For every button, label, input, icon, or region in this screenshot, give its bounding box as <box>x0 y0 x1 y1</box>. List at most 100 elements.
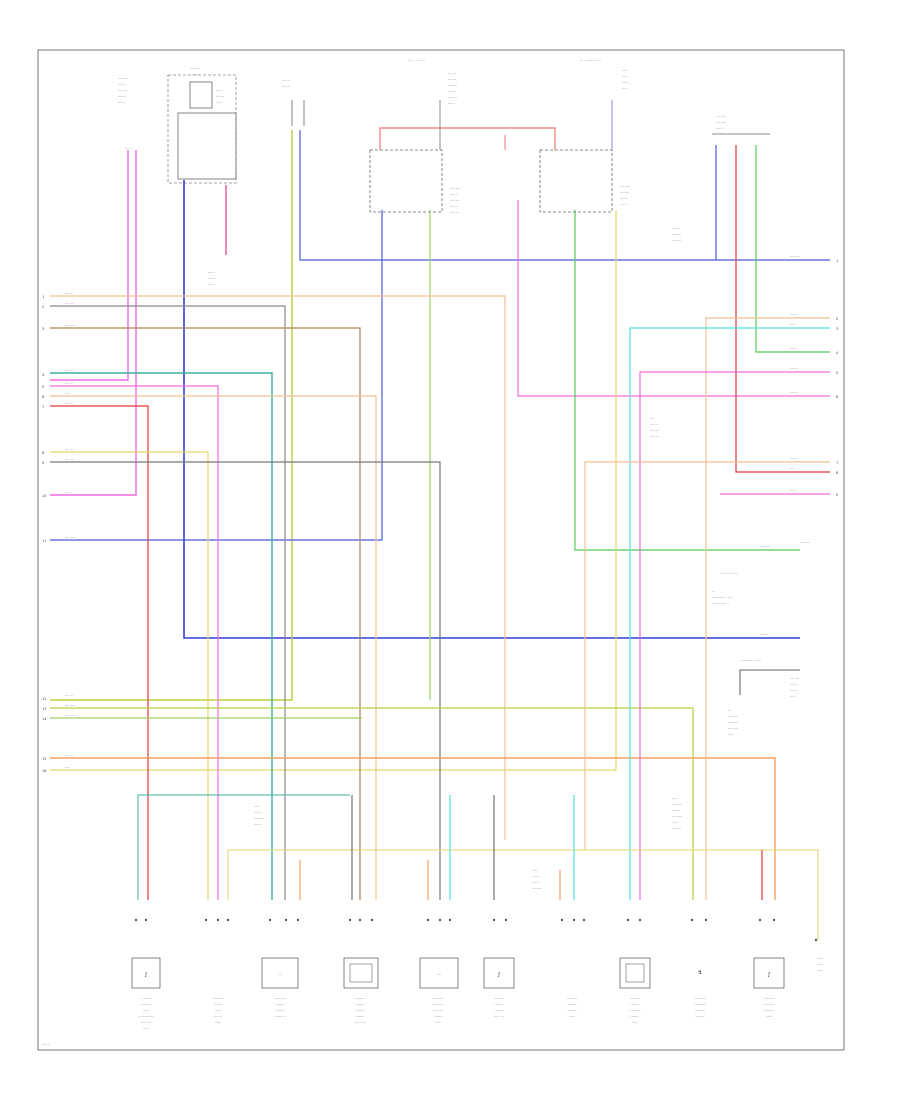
svg-text:········: ········ <box>631 1003 640 1007</box>
svg-text:······: ······ <box>790 347 797 351</box>
svg-text:········: ········ <box>495 1009 504 1013</box>
svg-text:······· ··: ······· ·· <box>274 1015 285 1019</box>
svg-text:········: ········ <box>356 1015 365 1019</box>
svg-text:····: ···· <box>65 392 69 396</box>
svg-text:··········: ·········· <box>694 1003 705 1007</box>
svg-text:······: ······ <box>716 127 723 131</box>
svg-text:·······: ······· <box>65 402 73 406</box>
svg-text:··········: ·········· <box>354 997 365 1001</box>
svg-text:········: ········ <box>650 429 659 433</box>
svg-text:············· ·: ············· · <box>712 602 729 606</box>
svg-text:3: 3 <box>836 327 838 331</box>
svg-text:·······: ······· <box>65 754 73 758</box>
svg-text:·······: ······· <box>208 277 216 281</box>
svg-text:·······: ······· <box>620 197 628 201</box>
svg-text:·· ·······: ·· ······· <box>140 997 151 1001</box>
svg-text:········: ········ <box>65 458 74 462</box>
svg-text:·······: ······· <box>254 811 262 815</box>
svg-text:·······: ······· <box>760 633 768 637</box>
page-code: ······· <box>42 1043 50 1047</box>
svg-text:·······: ······· <box>216 95 224 99</box>
svg-text:·········: ········· <box>65 714 75 718</box>
svg-text:11: 11 <box>42 539 46 543</box>
svg-text:·········: ········· <box>433 1009 443 1013</box>
svg-text:1: 1 <box>42 295 44 299</box>
svg-text:······: ······ <box>216 101 223 105</box>
svg-text:·········: ········· <box>190 67 200 71</box>
svg-text:········: ········ <box>650 435 659 439</box>
component-c6: ········ ········· ······ ······· ······… <box>672 115 770 243</box>
svg-text:·········: ········· <box>254 817 264 821</box>
svg-text:14: 14 <box>42 717 47 721</box>
svg-text:7: 7 <box>42 405 44 409</box>
top-left-label-c1: ········· ······· ········ ······· ·····… <box>118 77 128 105</box>
svg-text:········: ········ <box>790 677 799 681</box>
svg-text:·····: ····· <box>790 695 796 699</box>
svg-text:·······: ······· <box>672 227 680 231</box>
svg-text:········: ········ <box>214 1003 223 1007</box>
svg-text:······: ······ <box>532 881 539 885</box>
svg-text:····: ···· <box>437 973 441 977</box>
component-c3: ······ ······· <box>282 79 305 126</box>
svg-text:··········: ·········· <box>140 1003 151 1007</box>
svg-text:15: 15 <box>42 757 46 761</box>
svg-text:·····: ····· <box>254 805 260 809</box>
svg-text:···: ··· <box>278 973 281 977</box>
svg-text:······: ······ <box>622 81 629 85</box>
svg-text:······: ······ <box>790 323 797 327</box>
svg-text:10: 10 <box>42 494 46 498</box>
svg-text:3: 3 <box>42 327 44 331</box>
svg-text:······: ······ <box>216 89 223 93</box>
svg-text:8: 8 <box>836 471 838 475</box>
svg-text:·········: ········· <box>790 255 800 259</box>
left-wire-labels: 1······· 2········ 3········· 4········ … <box>42 292 75 773</box>
svg-text:········: ········ <box>495 1003 504 1007</box>
svg-text:16: 16 <box>42 769 46 773</box>
svg-text:······: ······ <box>208 283 215 287</box>
svg-text:········: ········ <box>696 1015 705 1019</box>
svg-text:····: ···· <box>650 417 654 421</box>
svg-text:······: ······ <box>766 1015 773 1019</box>
svg-text:·······: ······· <box>448 72 456 76</box>
svg-text:······: ······ <box>143 1027 150 1031</box>
svg-text:········: ········ <box>672 233 681 237</box>
svg-text:·····: ····· <box>622 69 628 73</box>
svg-text:······: ······ <box>65 491 72 495</box>
svg-text:2: 2 <box>836 317 838 321</box>
svg-text:··········· ·······: ··········· ······· <box>740 659 761 663</box>
svg-text:4: 4 <box>42 373 45 377</box>
svg-text:········: ········ <box>356 1009 365 1013</box>
svg-text:·······: ······· <box>450 205 458 209</box>
svg-text:2: 2 <box>42 305 44 309</box>
svg-text:·······: ······· <box>65 292 73 296</box>
svg-text:······: ······ <box>282 79 289 83</box>
diagram-frame <box>37 49 845 1051</box>
svg-text:········: ········ <box>672 827 681 831</box>
svg-text:···········: ··········· <box>354 1021 366 1025</box>
svg-text:········: ········ <box>631 1015 640 1019</box>
svg-text:·······: ······· <box>214 1015 222 1019</box>
svg-text:·········: ········· <box>728 721 738 725</box>
svg-text:········: ········ <box>620 191 629 195</box>
svg-text:·········: ········· <box>672 815 682 819</box>
svg-text:·········: ········· <box>141 1021 151 1025</box>
svg-text:·······: ······· <box>450 193 458 197</box>
svg-text:······: ······ <box>215 1021 222 1025</box>
svg-text:5: 5 <box>42 385 44 389</box>
svg-text:∫: ∫ <box>145 972 148 978</box>
svg-text:···: ··· <box>728 709 731 713</box>
svg-text:·········: ········· <box>728 727 738 731</box>
svg-text:·········: ········· <box>65 704 75 708</box>
svg-text:·······: ······· <box>790 457 798 461</box>
svg-text:·······: ······· <box>790 689 798 693</box>
svg-text:······: ······ <box>215 1009 222 1013</box>
svg-text:5: 5 <box>836 371 838 375</box>
svg-text:······: ······ <box>672 821 679 825</box>
svg-text:9: 9 <box>42 461 44 465</box>
svg-text:·····: ····· <box>790 489 796 493</box>
bottom-labels: ·· ······· ·········· ······ ···········… <box>138 957 823 1031</box>
svg-text:·····: ····· <box>622 87 628 91</box>
svg-text:·········: ········· <box>728 715 738 719</box>
svg-text:········: ········ <box>532 887 541 891</box>
